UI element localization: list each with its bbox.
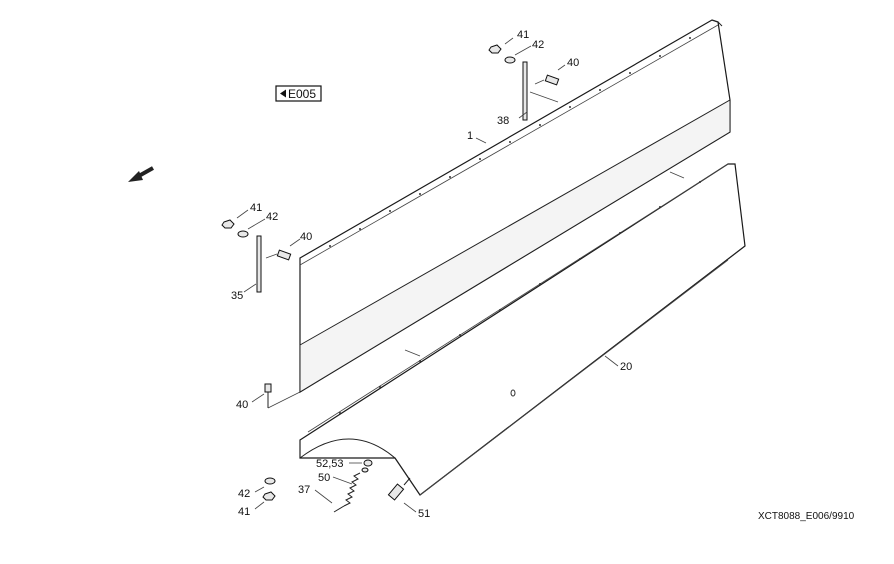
- strip-35: [256, 235, 262, 293]
- callout-41-bottom: 41: [238, 506, 250, 518]
- callout-50: 50: [318, 472, 330, 484]
- lower-deflector-panel: [299, 163, 746, 496]
- callout-51: 51: [418, 508, 430, 520]
- callout-40-top: 40: [567, 57, 579, 69]
- reference-tag-label: E005: [288, 87, 316, 101]
- drawing-id: XCT8088_E006/9910: [758, 511, 855, 522]
- callout-20: 20: [620, 361, 632, 373]
- callout-52-53: 52,53: [316, 458, 344, 470]
- callout-42-top: 42: [532, 39, 544, 51]
- callout-1: 1: [467, 130, 473, 142]
- callout-35: 35: [231, 290, 243, 302]
- strip-38: [522, 61, 528, 121]
- callout-42-bottom: 42: [238, 488, 250, 500]
- upper-side-panel: [299, 19, 731, 394]
- callout-40-bottom: 40: [236, 399, 248, 411]
- left-hardware: [221, 219, 292, 261]
- callout-41-left: 41: [250, 202, 262, 214]
- top-hardware: [488, 44, 560, 86]
- bottom-hardware: [262, 477, 276, 501]
- bottom-bolt-40: [264, 383, 272, 408]
- arrow-down-left-icon: [128, 166, 154, 182]
- callout-37: 37: [298, 484, 310, 496]
- bolt-51: [387, 477, 411, 501]
- reference-tag[interactable]: E005: [275, 85, 322, 102]
- callout-38: 38: [497, 115, 509, 127]
- callout-41-top: 41: [517, 29, 529, 41]
- callout-42-left: 42: [266, 211, 278, 223]
- spring-assembly: [333, 459, 373, 513]
- callout-40-left: 40: [300, 231, 312, 243]
